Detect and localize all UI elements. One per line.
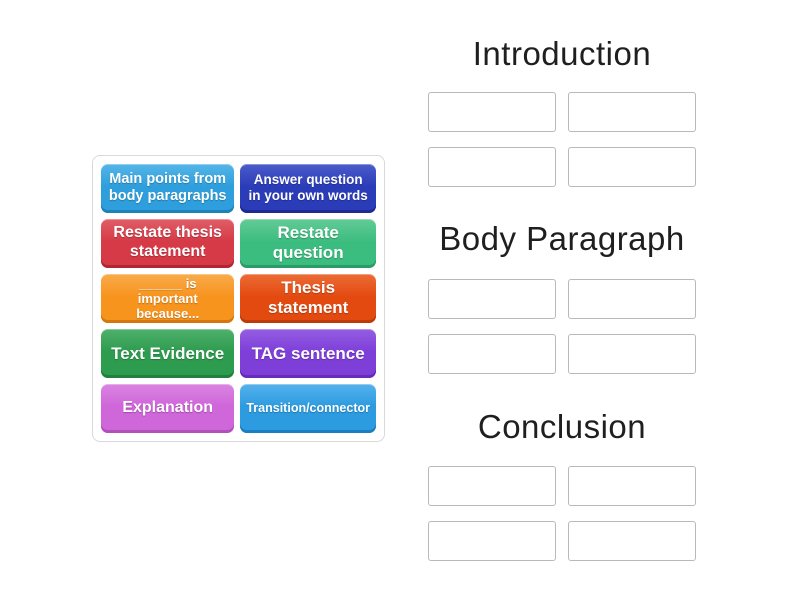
drop-slot[interactable]	[428, 521, 556, 561]
drop-slot[interactable]	[568, 521, 696, 561]
drop-slot[interactable]	[428, 92, 556, 132]
drag-tile-answer-question[interactable]: Answer question in your own words	[240, 164, 376, 213]
drag-tile-restate-thesis[interactable]: Restate thesis statement	[101, 218, 235, 268]
drop-slot[interactable]	[428, 147, 556, 187]
group-slots-body-paragraph	[428, 279, 696, 374]
drop-slot[interactable]	[428, 466, 556, 506]
drop-slot[interactable]	[568, 92, 696, 132]
drop-slot[interactable]	[568, 466, 696, 506]
tile-tray: Main points from body paragraphs Answer …	[92, 155, 385, 442]
drag-tile-is-important-because[interactable]: ______ is important because...	[101, 273, 235, 324]
drop-slot[interactable]	[568, 147, 696, 187]
drag-tile-restate-question[interactable]: Restate question	[240, 218, 376, 268]
group-slots-conclusion	[428, 466, 696, 561]
drag-tile-text-evidence[interactable]: Text Evidence	[101, 329, 235, 379]
drag-tile-transition-connector[interactable]: Transition/connector	[240, 384, 376, 433]
group-title-body-paragraph: Body Paragraph	[439, 220, 685, 257]
drop-slot[interactable]	[428, 334, 556, 374]
group-slots-introduction	[428, 92, 696, 187]
drop-slot[interactable]	[568, 334, 696, 374]
group-title-conclusion: Conclusion	[477, 408, 647, 445]
group-title-introduction: Introduction	[472, 35, 652, 72]
drag-tile-explanation[interactable]: Explanation	[101, 384, 235, 433]
drag-tile-tag-sentence[interactable]: TAG sentence	[240, 329, 376, 379]
drop-slot[interactable]	[568, 279, 696, 319]
drag-tile-thesis-statement[interactable]: Thesis statement	[240, 273, 376, 324]
drop-slot[interactable]	[428, 279, 556, 319]
drag-tile-main-points[interactable]: Main points from body paragraphs	[101, 164, 235, 213]
